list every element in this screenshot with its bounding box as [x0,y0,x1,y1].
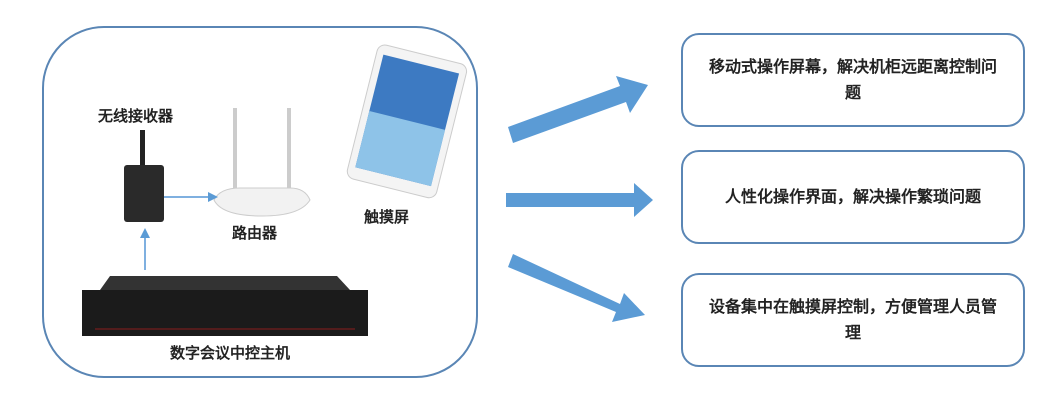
benefit-box-mobile: 移动式操作屏幕，解决机柜远距离控制问题 [681,33,1025,127]
host-label: 数字会议中控主机 [170,344,291,362]
touchscreen-label: 触摸屏 [364,208,410,226]
benefit-text: 人性化操作界面，解决操作繁琐问题 [724,187,981,206]
arrow-up-right [508,76,648,143]
tablet-image [346,44,468,199]
connector-host-receiver [140,228,150,270]
router-label: 路由器 [232,224,278,242]
benefit-box-interface: 人性化操作界面，解决操作繁琐问题 [681,150,1025,244]
system-panel [42,26,478,378]
connector-receiver-router [164,192,218,202]
arrow-right [506,183,653,217]
arrow-down-right [508,254,645,322]
benefit-text: 设备集中在触摸屏控制，方便管理人员管理 [708,297,997,342]
receiver-label: 无线接收器 [98,107,174,125]
benefit-text: 移动式操作屏幕，解决机柜远距离控制问题 [708,57,997,102]
router-image [213,108,311,217]
benefit-box-centralized: 设备集中在触摸屏控制，方便管理人员管理 [681,273,1025,367]
control-host-image [82,276,368,336]
wireless-receiver-image [124,130,164,222]
